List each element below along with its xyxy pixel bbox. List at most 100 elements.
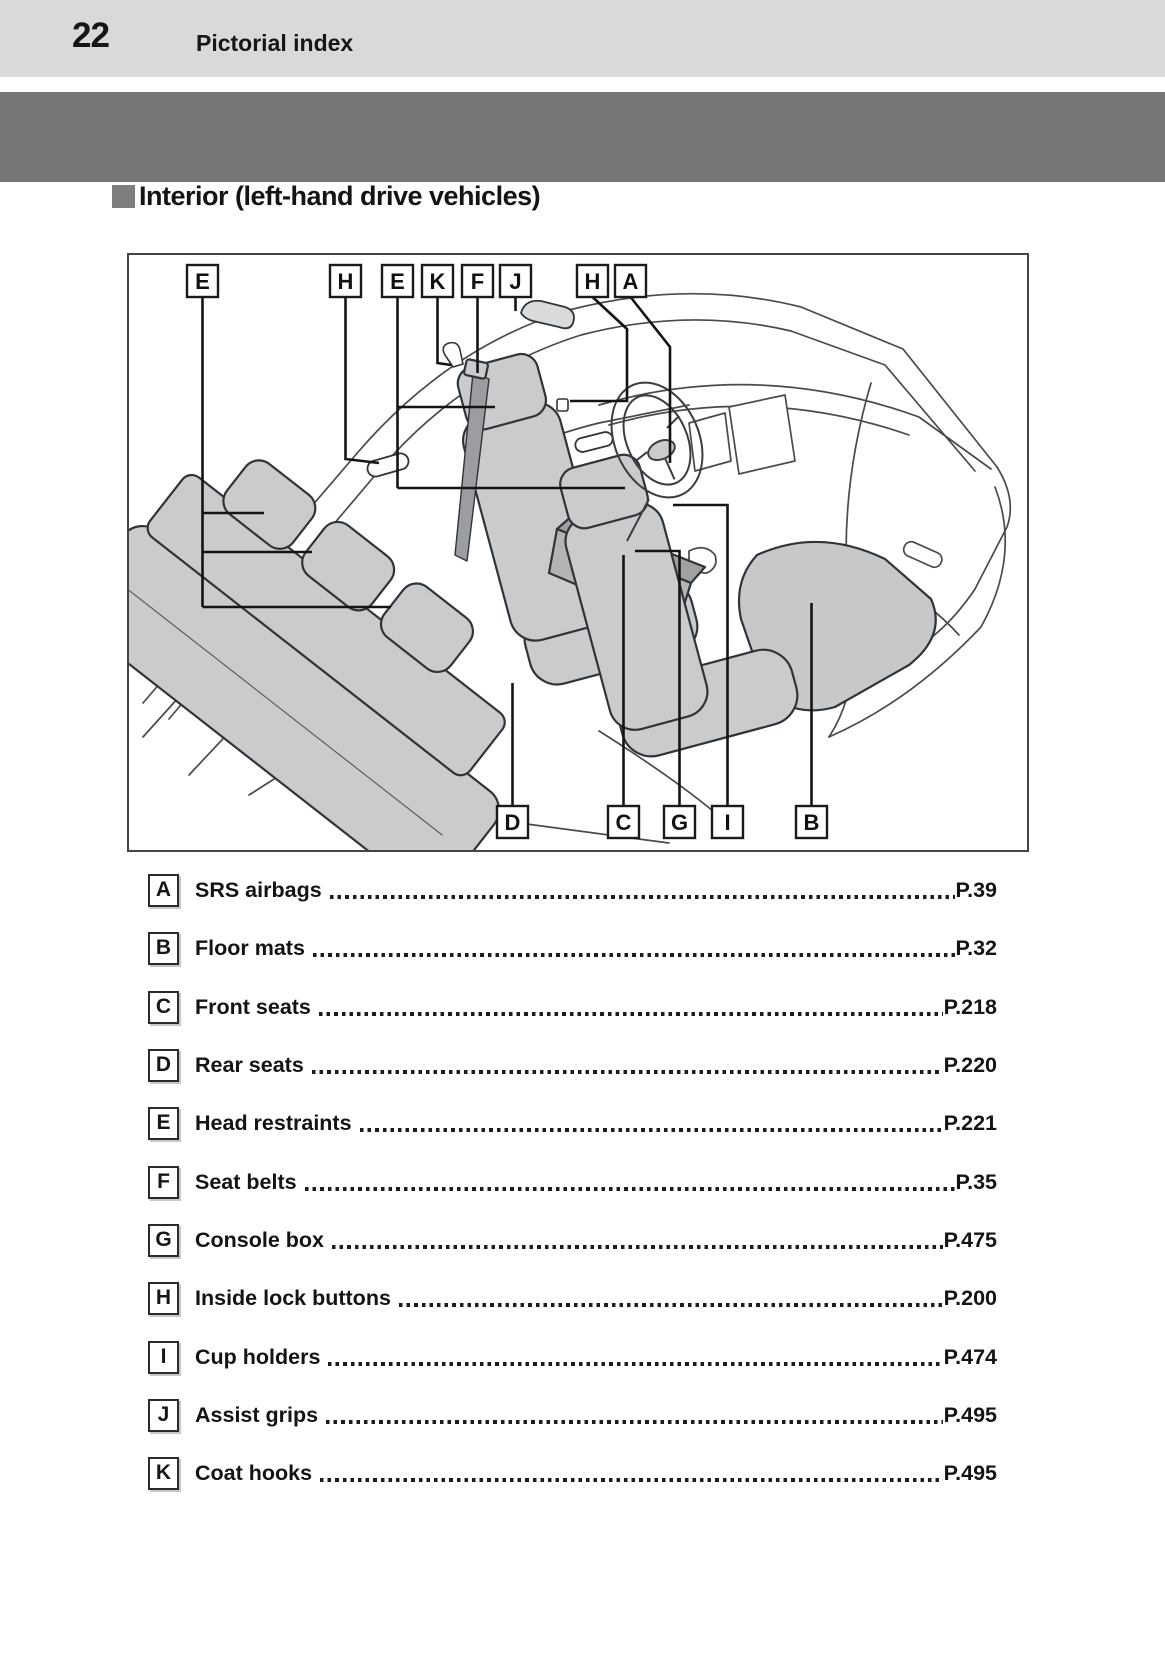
- dotted-leader: [359, 1128, 943, 1132]
- callout-C: C: [606, 804, 641, 840]
- callout-A: A: [613, 263, 648, 299]
- item-letter-badge: I: [148, 1340, 179, 1374]
- item-label: Console box: [195, 1227, 325, 1252]
- dotted-leader: [398, 1303, 943, 1307]
- index-row: H Inside lock buttons P.200: [148, 1281, 997, 1315]
- item-label: Seat belts: [195, 1169, 297, 1194]
- svg-text:K: K: [430, 269, 446, 294]
- item-label: Front seats: [195, 994, 311, 1019]
- index-row: G Console box P.475: [148, 1223, 997, 1257]
- steering-wheel: [610, 381, 704, 499]
- callout-J: J: [498, 263, 533, 299]
- callout-B: B: [794, 804, 829, 840]
- page-number: 22: [72, 16, 110, 55]
- section-heading: Interior (left-hand drive vehicles): [112, 180, 541, 212]
- index-row: B Floor mats P.32: [148, 931, 997, 965]
- item-page-ref: P.35: [955, 1169, 997, 1194]
- rear-head-restraint: [301, 520, 396, 612]
- item-label: Head restraints: [195, 1110, 352, 1135]
- item-page-ref: P.474: [943, 1344, 997, 1369]
- item-page-ref: P.221: [943, 1110, 997, 1135]
- header-band: [0, 0, 1165, 77]
- callout-leader-lines: [201, 296, 813, 806]
- index-row: K Coat hooks P.495: [148, 1456, 997, 1490]
- square-bullet-icon: [112, 184, 135, 208]
- steering-column: [626, 498, 650, 542]
- item-letter-badge: G: [148, 1223, 179, 1257]
- section-heading-text: Interior (left-hand drive vehicles): [139, 180, 541, 211]
- index-row: D Rear seats P.220: [148, 1048, 997, 1082]
- dotted-leader: [329, 895, 955, 899]
- callout-K: K: [420, 263, 455, 299]
- item-letter-badge: F: [148, 1165, 179, 1199]
- dotted-leader: [304, 1187, 955, 1191]
- callout-E-rear: E: [185, 263, 220, 299]
- item-label: Floor mats: [195, 935, 305, 960]
- item-letter-badge: A: [148, 873, 179, 907]
- svg-text:D: D: [505, 810, 521, 835]
- car-interior-illustration: E H E K F J H A: [71, 263, 1012, 894]
- svg-text:A: A: [623, 269, 639, 294]
- seats-group: [71, 299, 937, 894]
- dotted-leader: [326, 1420, 943, 1424]
- item-page-ref: P.475: [943, 1227, 997, 1252]
- svg-text:B: B: [804, 810, 820, 835]
- svg-text:E: E: [195, 269, 210, 294]
- index-row: A SRS airbags P.39: [148, 873, 997, 907]
- callout-H-front: H: [575, 263, 610, 299]
- callout-D: D: [495, 804, 530, 840]
- rear-head-restraint: [222, 459, 317, 550]
- front-door-handle: [574, 431, 614, 453]
- item-page-ref: P.495: [943, 1460, 997, 1485]
- item-letter-badge: J: [148, 1398, 179, 1432]
- assist-grip: [520, 299, 575, 330]
- svg-text:E: E: [390, 269, 405, 294]
- item-letter-badge: B: [148, 931, 179, 965]
- item-page-ref: P.218: [943, 994, 997, 1019]
- callout-boxes: E H E K F J H A: [185, 263, 829, 840]
- item-label: Rear seats: [195, 1052, 304, 1077]
- dotted-leader: [320, 1478, 943, 1482]
- interior-diagram-frame: E H E K F J H A: [71, 253, 1029, 894]
- svg-text:H: H: [338, 269, 354, 294]
- svg-text:J: J: [509, 269, 521, 294]
- chapter-color-band: [0, 92, 1165, 182]
- svg-text:C: C: [616, 810, 632, 835]
- section-title: Pictorial index: [196, 30, 354, 56]
- seat-belt-anchor: [463, 358, 489, 380]
- front-head-restraint: [559, 453, 649, 530]
- item-label: Coat hooks: [195, 1460, 313, 1485]
- svg-text:H: H: [585, 269, 601, 294]
- coat-hook: [442, 341, 464, 368]
- callout-I: I: [710, 804, 745, 840]
- svg-text:F: F: [471, 269, 484, 294]
- inside-lock-button: [556, 398, 569, 412]
- svg-text:G: G: [671, 810, 688, 835]
- item-letter-badge: D: [148, 1048, 179, 1082]
- dotted-leader: [311, 1070, 943, 1074]
- rear-door-handle: [366, 452, 410, 478]
- item-page-ref: P.220: [943, 1052, 997, 1077]
- index-row: F Seat belts P.35: [148, 1165, 997, 1199]
- svg-text:I: I: [724, 810, 730, 835]
- index-row: I Cup holders P.474: [148, 1340, 997, 1374]
- callout-F: F: [460, 263, 495, 299]
- item-label: Cup holders: [195, 1344, 321, 1369]
- item-page-ref: P.32: [955, 935, 997, 960]
- item-page-ref: P.200: [943, 1285, 997, 1310]
- dotted-leader: [332, 1245, 943, 1249]
- item-label: Inside lock buttons: [195, 1285, 391, 1310]
- index-row: E Head restraints P.221: [148, 1106, 997, 1140]
- dotted-leader: [328, 1362, 943, 1366]
- item-page-ref: P.39: [955, 877, 997, 902]
- item-letter-badge: H: [148, 1281, 179, 1315]
- item-letter-badge: E: [148, 1106, 179, 1140]
- rear-seat: [71, 459, 506, 894]
- index-row: C Front seats P.218: [148, 990, 997, 1024]
- front-seat-passenger: [559, 453, 799, 758]
- callout-G: G: [662, 804, 697, 840]
- item-label: SRS airbags: [195, 877, 322, 902]
- dotted-leader: [312, 953, 955, 957]
- item-label: Assist grips: [195, 1402, 319, 1427]
